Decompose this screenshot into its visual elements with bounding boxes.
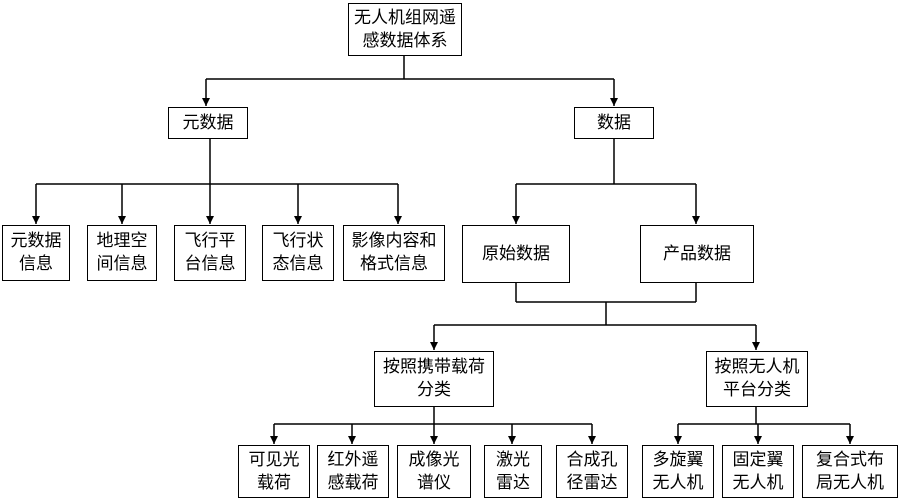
node-platform-child-1: 多旋翼 无人机 [642,445,714,498]
node-raw-data: 原始数据 [462,225,570,283]
node-payload-child-1: 可见光 载荷 [238,445,310,498]
node-data: 数据 [574,107,654,139]
node-payload-child-5: 合成孔 径雷达 [556,445,628,498]
node-meta-child-5: 影像内容和 格式信息 [343,225,445,281]
node-payload-child-2: 红外遥 感载荷 [317,445,389,498]
node-root: 无人机组网遥 感数据体系 [348,3,462,56]
node-product-data: 产品数据 [640,225,754,283]
node-meta-child-1: 元数据 信息 [2,225,70,281]
node-platform-child-3: 复合式布 局无人机 [802,445,898,498]
node-metadata: 元数据 [168,107,248,139]
node-meta-child-2: 地理空 间信息 [87,225,157,281]
node-meta-child-3: 飞行平 台信息 [174,225,246,281]
node-payload-child-4: 激光 雷达 [484,445,542,498]
node-by-payload: 按照携带载荷 分类 [374,351,494,407]
node-meta-child-4: 飞行状 态信息 [262,225,334,281]
node-payload-child-3: 成像光 谱仪 [397,445,471,498]
node-by-platform: 按照无人机 平台分类 [706,351,808,407]
node-platform-child-2: 固定翼 无人机 [722,445,794,498]
